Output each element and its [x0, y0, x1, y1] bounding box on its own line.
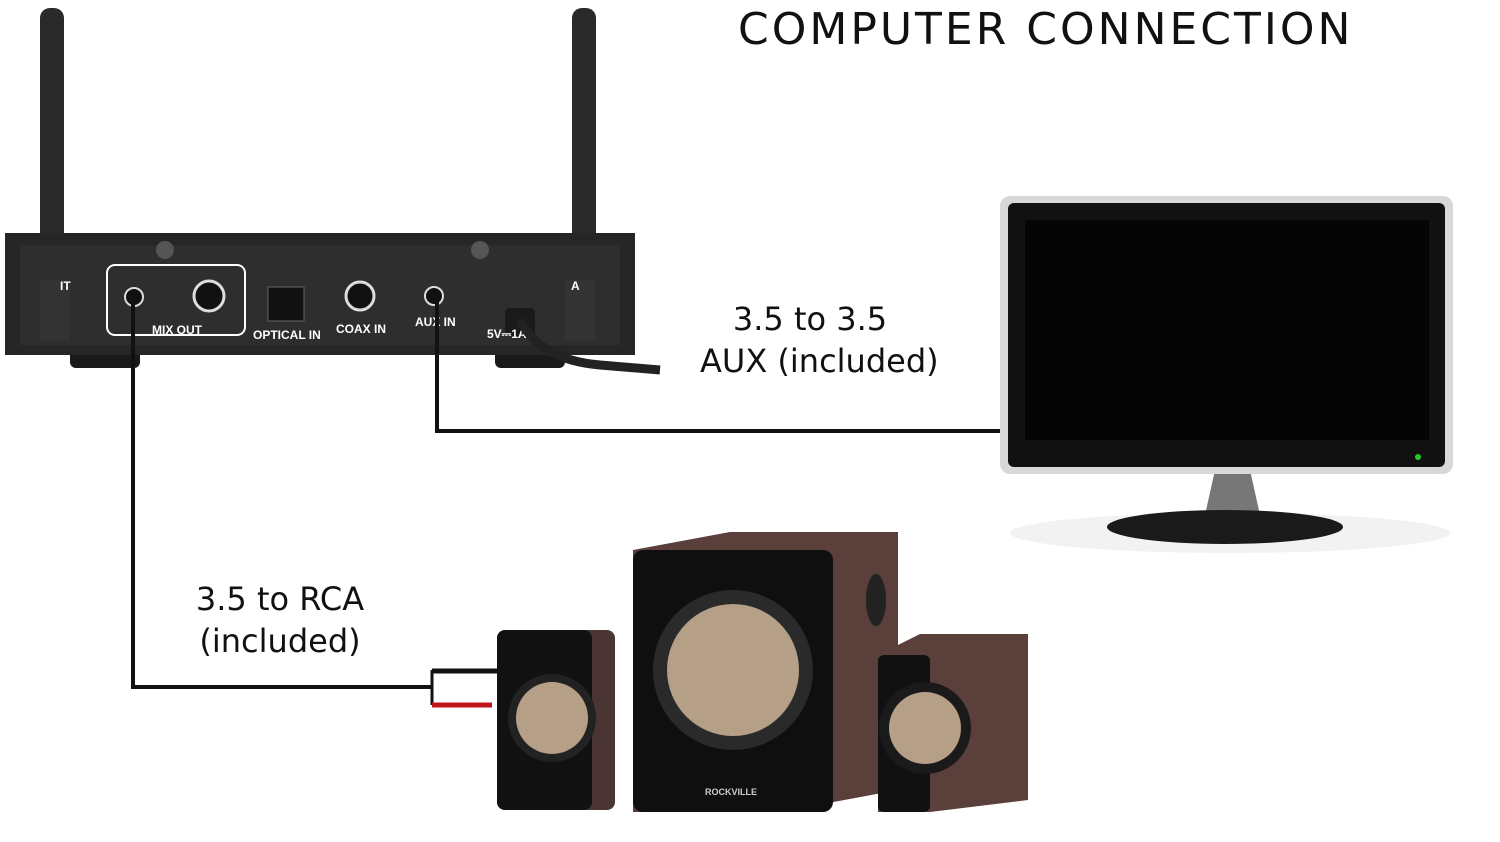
power-cable [515, 317, 661, 375]
label-ant-right: A [571, 279, 580, 293]
computer-monitor [1000, 196, 1453, 553]
rca-cable-label-line1: 3.5 to RCA [195, 580, 365, 618]
speaker-left [497, 630, 615, 810]
aux-cable [435, 300, 1000, 433]
label-ant-left: IT [60, 279, 71, 293]
rca-cable [131, 300, 432, 689]
speaker-brand-logo: ROCKVILLE [705, 787, 757, 797]
aux-cable-label-line1: 3.5 to 3.5 [732, 300, 888, 338]
subwoofer: ROCKVILLE [633, 532, 898, 812]
label-optical-in: OPTICAL IN [253, 328, 321, 342]
label-mix-out: MIX OUT [152, 323, 203, 337]
rca-cable-label: 3.5 to RCA (included) [170, 578, 390, 662]
rca-cable-label-line2: (included) [199, 622, 361, 660]
label-power: 5V⎓1A [487, 327, 527, 341]
aux-cable-label: 3.5 to 3.5 AUX (included) [700, 298, 939, 382]
aux-cable-label-line2: AUX (included) [700, 342, 939, 380]
label-coax-in: COAX IN [336, 322, 386, 336]
speaker-right [878, 634, 1028, 812]
page-title: COMPUTER CONNECTION [738, 4, 1354, 55]
